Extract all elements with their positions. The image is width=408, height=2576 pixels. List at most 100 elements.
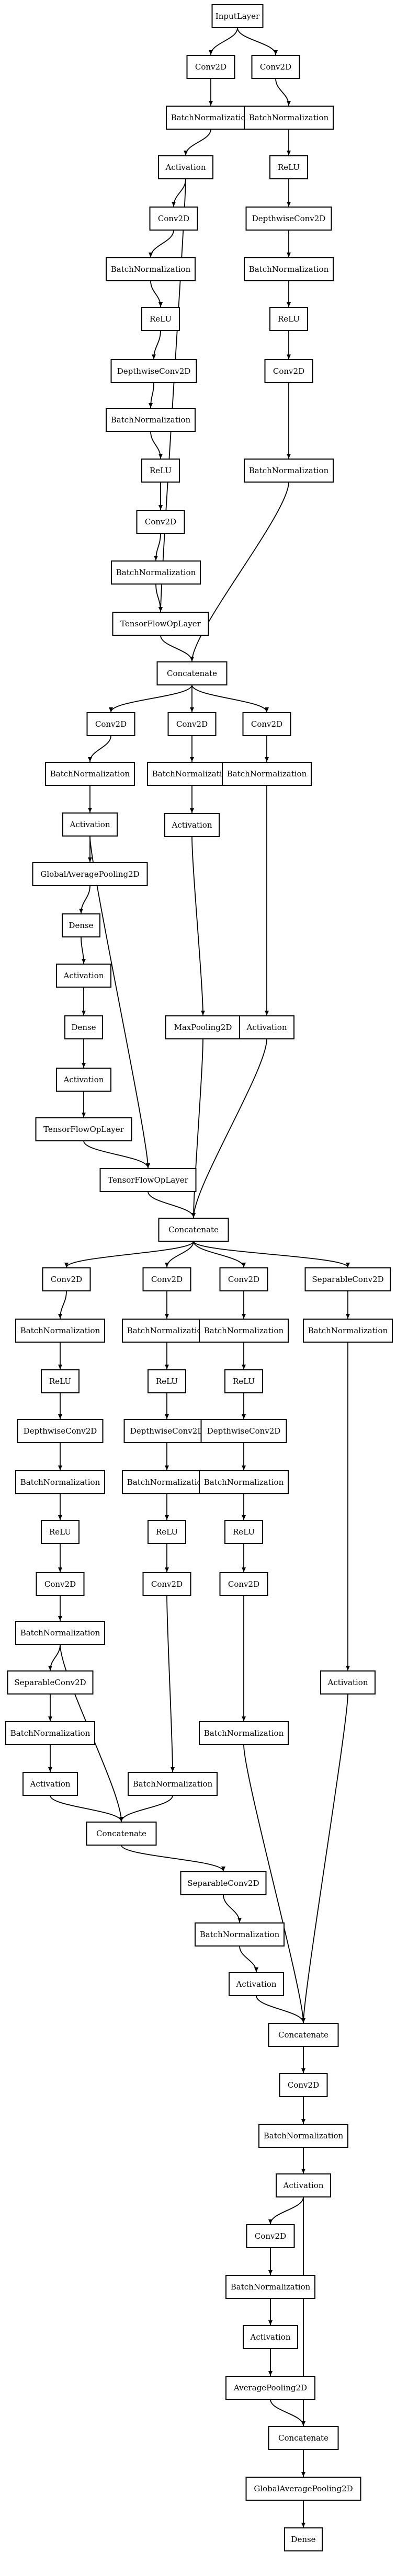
node-label: ReLU — [233, 1377, 255, 1386]
node-label: Concatenate — [278, 2030, 328, 2040]
node-label: GlobalAveragePooling2D — [254, 2484, 353, 2493]
node-batch-normalization: BatchNormalization — [244, 106, 334, 130]
node-box — [99, 1168, 197, 1192]
edge-arrow — [191, 684, 269, 713]
node-re-lu: ReLU — [269, 155, 308, 179]
edge-arrow — [48, 1644, 61, 1671]
node-box — [199, 1721, 289, 1745]
node-re-lu: ReLU — [41, 1520, 80, 1544]
node-activation: Activation — [164, 813, 220, 837]
edge-arrow — [150, 431, 163, 459]
edge-arrow — [268, 2196, 304, 2225]
node-batch-normalization: BatchNormalization — [122, 1319, 212, 1343]
node-box — [244, 257, 334, 281]
edge-arrow — [165, 1241, 194, 1268]
node-box — [62, 913, 100, 937]
node-label: BatchNormalization — [204, 1326, 284, 1335]
node-label: ReLU — [49, 1527, 71, 1537]
node-box — [242, 712, 291, 736]
node-batch-normalization: BatchNormalization — [195, 1922, 285, 1947]
node-conv2-d: Conv2D — [219, 1267, 268, 1291]
node-box — [141, 307, 180, 331]
node-label: Activation — [70, 820, 110, 829]
node-tensor-flow-op-layer: TensorFlowOpLayer — [35, 1117, 132, 1141]
node-box — [158, 155, 213, 179]
edge-arrow — [149, 382, 154, 408]
node-box — [269, 155, 308, 179]
node-box — [5, 1721, 95, 1745]
node-label: Conv2D — [51, 1275, 82, 1284]
node-label: Activation — [246, 1023, 287, 1032]
node-global-average-pooling2-d: GlobalAveragePooling2D — [245, 2477, 361, 2501]
node-label: DepthwiseConv2D — [24, 1426, 97, 1436]
node-conv2-d: Conv2D — [167, 712, 217, 736]
node-box — [64, 1015, 103, 1039]
node-average-pooling2-d: AveragePooling2D — [225, 2376, 315, 2400]
node-box — [165, 1015, 241, 1039]
node-activation: Activation — [62, 812, 118, 837]
node-label: MaxPooling2D — [174, 1023, 232, 1032]
edges-layer — [48, 27, 350, 2527]
node-label: BatchNormalization — [127, 1478, 207, 1487]
node-global-average-pooling2-d: GlobalAveragePooling2D — [32, 862, 148, 886]
node-box — [245, 2477, 361, 2501]
node-separable-conv2-d: SeparableConv2D — [304, 1267, 391, 1291]
node-box — [186, 55, 235, 79]
edge-arrow — [88, 735, 111, 762]
node-label: Conv2D — [95, 719, 127, 729]
node-conv2-d: Conv2D — [142, 1267, 191, 1291]
node-box — [224, 1520, 263, 1544]
node-box — [110, 359, 197, 383]
node-box — [219, 1572, 268, 1596]
node-batch-normalization: BatchNormalization — [45, 762, 135, 786]
node-concatenate: Concatenate — [156, 661, 228, 685]
node-conv2-d: Conv2D — [42, 1267, 91, 1291]
node-label: Conv2D — [228, 1579, 259, 1589]
node-batch-normalization: BatchNormalization — [122, 1470, 212, 1494]
node-box — [239, 1015, 294, 1039]
node-box — [22, 1772, 78, 1796]
node-box — [211, 4, 264, 28]
node-label: Conv2D — [151, 1275, 183, 1284]
node-activation: Activation — [56, 964, 111, 988]
edge-arrow — [83, 1140, 150, 1169]
node-label: DepthwiseConv2D — [117, 367, 191, 376]
node-concatenate: Concatenate — [268, 2023, 339, 2047]
node-batch-normalization: BatchNormalization — [258, 2124, 348, 2148]
node-box — [56, 964, 111, 988]
node-label: Conv2D — [288, 2080, 319, 2090]
node-box — [219, 1267, 268, 1291]
node-re-lu: ReLU — [269, 307, 308, 331]
node-label: Conv2D — [260, 62, 291, 72]
node-label: ReLU — [156, 1377, 178, 1386]
node-activation: Activation — [243, 2325, 298, 2349]
node-box — [245, 207, 332, 231]
node-activation: Activation — [276, 2173, 331, 2197]
node-box — [111, 560, 201, 585]
node-box — [199, 1319, 289, 1343]
node-separable-conv2-d: SeparableConv2D — [7, 1670, 94, 1695]
node-box — [156, 661, 228, 685]
node-batch-normalization: BatchNormalization — [199, 1319, 289, 1343]
node-separable-conv2-d: SeparableConv2D — [180, 1871, 267, 1895]
node-batch-normalization: BatchNormalization — [222, 762, 312, 786]
node-box — [41, 1369, 80, 1393]
node-label: BatchNormalization — [264, 2131, 344, 2140]
edge-arrow — [148, 1191, 196, 1218]
node-box — [180, 1871, 267, 1895]
edge-arrow — [184, 129, 211, 156]
node-label: BatchNormalization — [111, 415, 191, 425]
node-label: BatchNormalization — [127, 1326, 207, 1335]
node-batch-normalization: BatchNormalization — [244, 257, 334, 281]
node-box — [36, 1572, 85, 1596]
node-label: ReLU — [233, 1527, 255, 1537]
edge-arrow — [154, 533, 161, 561]
node-label: Conv2D — [251, 719, 282, 729]
node-label: DepthwiseConv2D — [207, 1426, 281, 1436]
node-conv2-d: Conv2D — [264, 359, 313, 383]
node-dense: Dense — [64, 1015, 103, 1039]
node-box — [304, 1267, 391, 1291]
edge-arrow — [64, 1241, 194, 1268]
edge-arrow — [158, 178, 186, 612]
